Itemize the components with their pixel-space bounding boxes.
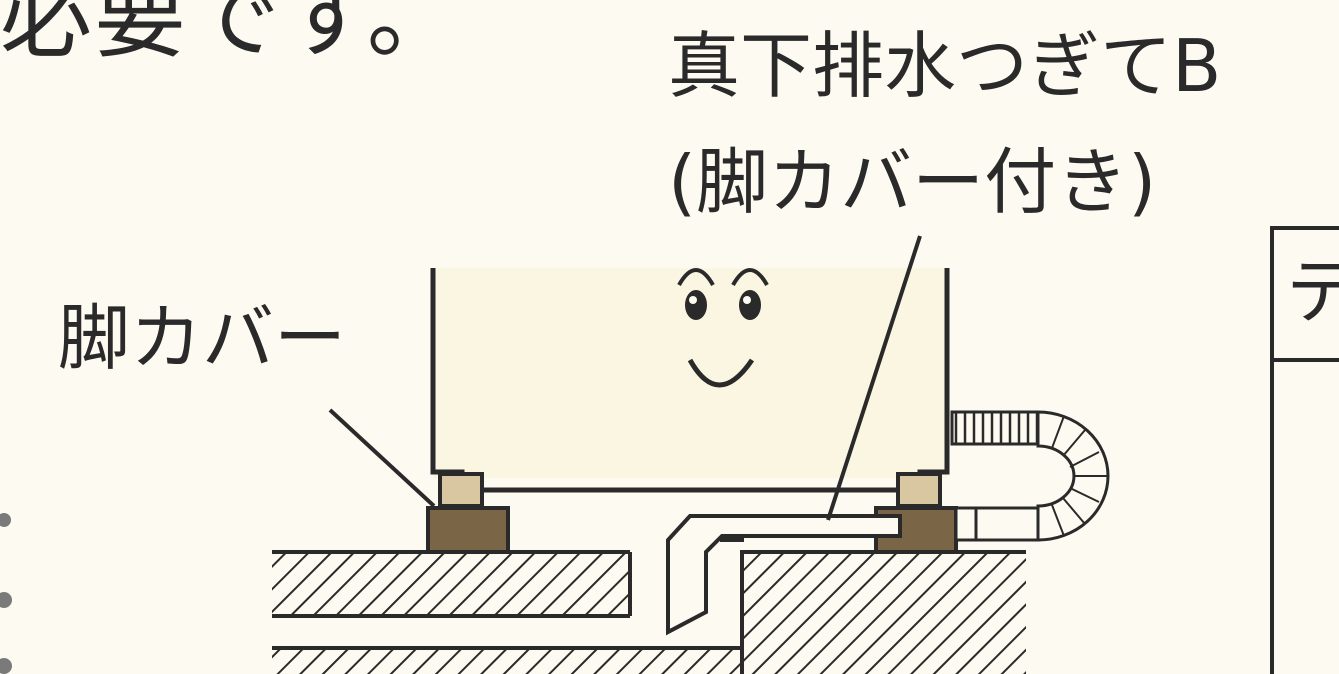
- edge-dots: [0, 513, 12, 674]
- right-eye: [739, 290, 761, 320]
- mascot-face: [677, 268, 769, 388]
- side-panel: [1270, 226, 1339, 674]
- drain-joint-b: [666, 514, 902, 636]
- left-leg-cover: [426, 472, 510, 554]
- heading-text: 必要です。: [0, 0, 461, 71]
- drain-hose: [950, 410, 1110, 542]
- side-panel-text: テ: [1286, 250, 1339, 334]
- drain-joint-leader: [826, 235, 922, 521]
- left-eye: [685, 290, 707, 320]
- floor: [272, 550, 1026, 674]
- smile: [687, 358, 755, 388]
- leg-cover-leader: [328, 408, 436, 508]
- drain-joint-label: 真下排水つぎてB: [668, 24, 1222, 108]
- right-leg-cover: [874, 472, 958, 554]
- leg-cover-label: 脚カバー: [58, 296, 347, 380]
- drain-joint-sublabel: (脚カバー付き): [668, 140, 1157, 224]
